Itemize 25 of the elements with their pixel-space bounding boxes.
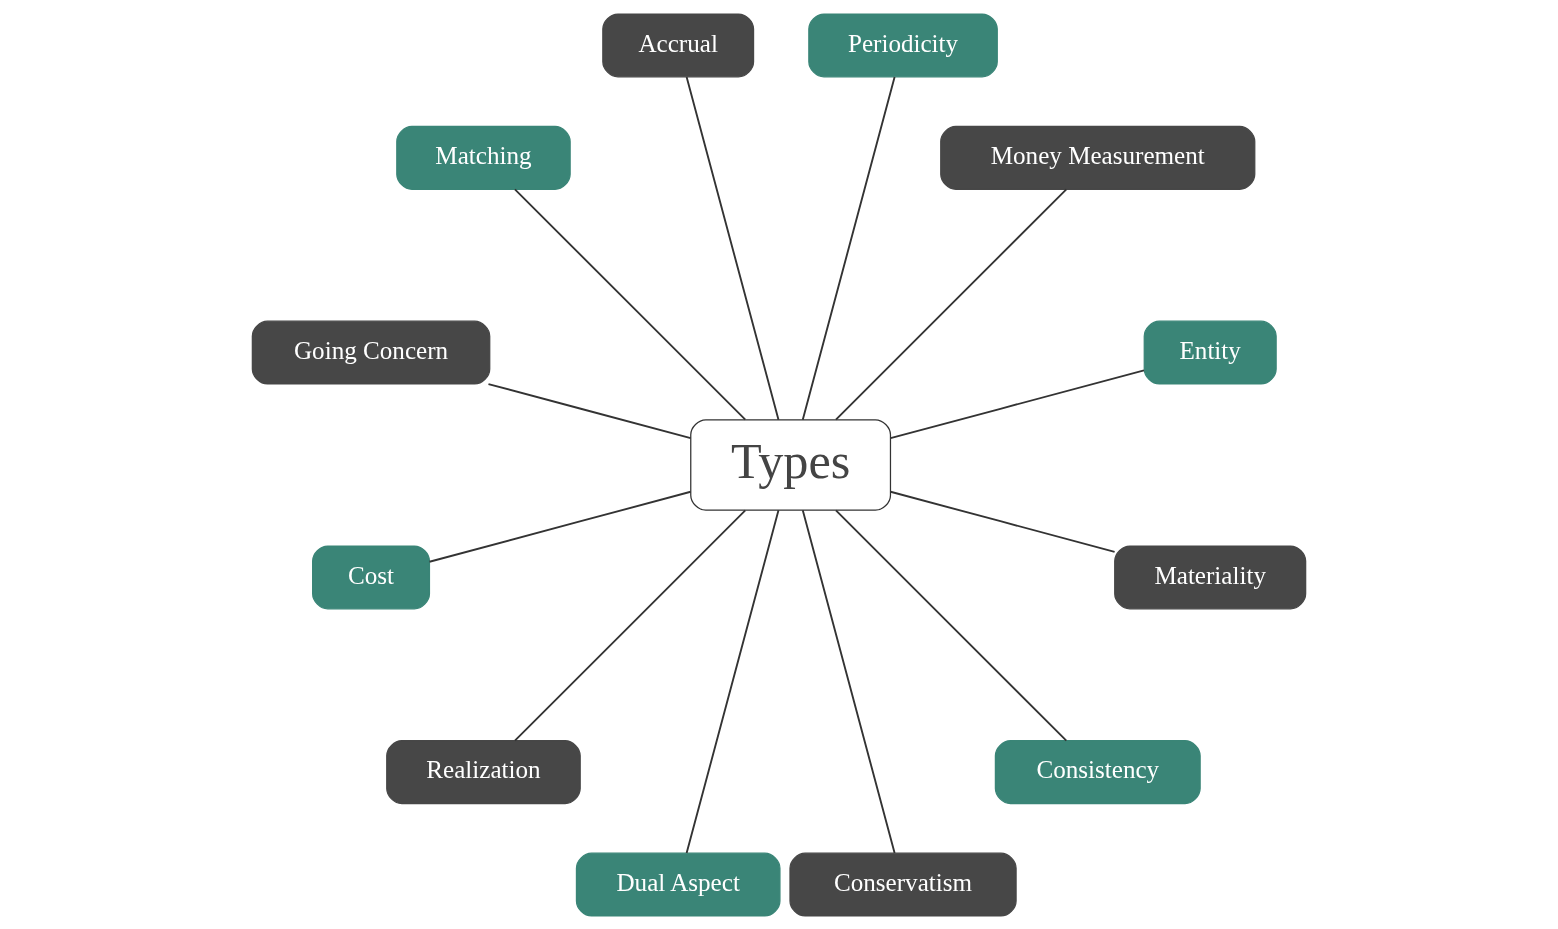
node-box: Entity (1143, 320, 1277, 385)
connector (685, 75, 780, 421)
connector (835, 187, 1068, 421)
node-box: Consistency (994, 739, 1201, 804)
node-box: Going Concern (251, 320, 491, 385)
connector (513, 187, 747, 421)
connector (685, 508, 780, 854)
node-box: Periodicity (808, 12, 998, 77)
node-box: Accrual (602, 12, 755, 77)
connector (835, 508, 1068, 742)
node-box: Dual Aspect (575, 852, 781, 917)
node-box: Cost (312, 544, 431, 609)
node-box: Conservatism (789, 852, 1017, 917)
connector (428, 490, 692, 563)
node-box: Types (690, 418, 892, 511)
connector (513, 508, 747, 742)
node-box: Realization (386, 739, 581, 804)
connector (889, 368, 1145, 439)
node-box: Money Measurement (940, 125, 1256, 190)
connector (801, 75, 896, 421)
connector (487, 382, 692, 439)
connector (801, 508, 896, 854)
node-box: Materiality (1114, 544, 1307, 609)
node-box: Matching (396, 125, 571, 190)
connector (889, 490, 1116, 553)
